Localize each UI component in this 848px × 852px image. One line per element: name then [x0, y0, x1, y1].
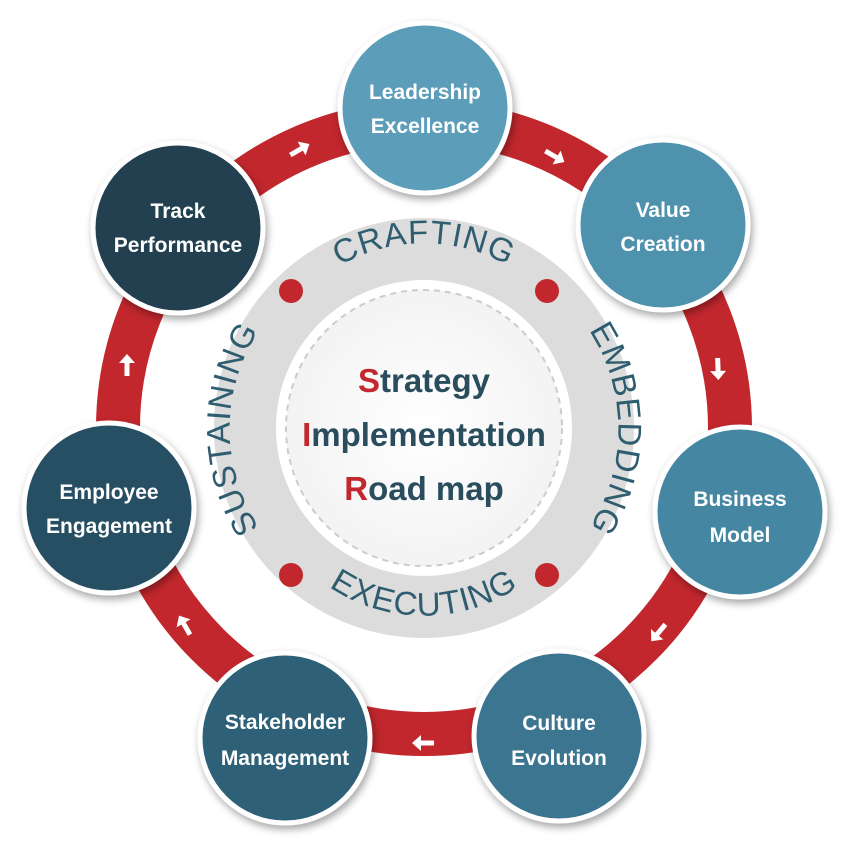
node-stakeholder-management: Stakeholder Management: [197, 650, 373, 826]
arrow-right-icon: [289, 141, 310, 158]
center-title-line-2: Implementation: [302, 416, 546, 453]
svg-text:Management: Management: [221, 747, 349, 770]
arrow-down-icon: [650, 622, 668, 642]
center-disc: [285, 289, 563, 567]
node-business-model: Business Model: [652, 424, 828, 600]
arrow-down-icon: [710, 357, 727, 380]
svg-text:Track: Track: [151, 200, 206, 223]
center-initial: S: [358, 362, 380, 399]
svg-text:Engagement: Engagement: [46, 515, 172, 538]
svg-text:Business: Business: [693, 488, 786, 511]
center-initial: I: [302, 416, 311, 453]
phase-dot: [535, 563, 559, 587]
svg-text:Creation: Creation: [620, 233, 705, 256]
node-value-creation: Value Creation: [575, 137, 751, 313]
node-employee-engagement: Employee Engagement: [21, 420, 197, 596]
phase-dot: [535, 279, 559, 303]
center-title-line-1: Strategy: [358, 362, 491, 399]
svg-text:Culture: Culture: [522, 712, 596, 735]
phase-dot: [279, 279, 303, 303]
phase-dot: [279, 563, 303, 587]
svg-text:Employee: Employee: [59, 481, 158, 504]
arrow-up-icon: [176, 615, 193, 636]
svg-text:Stakeholder: Stakeholder: [225, 711, 345, 734]
center-title-line-3: Road map: [344, 470, 504, 507]
svg-text:Leadership: Leadership: [369, 81, 481, 104]
node-leadership-excellence: Leadership Excellence: [337, 20, 513, 196]
svg-text:Evolution: Evolution: [511, 747, 607, 770]
center-initial: R: [344, 470, 368, 507]
arrow-up-icon: [119, 354, 135, 376]
svg-text:Performance: Performance: [114, 234, 242, 257]
svg-text:Excellence: Excellence: [371, 115, 480, 138]
node-culture-evolution: Culture Evolution: [471, 648, 647, 824]
svg-text:Value: Value: [636, 199, 691, 222]
node-track-performance: Track Performance: [90, 140, 266, 316]
arrow-left-icon: [412, 735, 434, 751]
arrow-down-icon: [544, 148, 565, 165]
svg-text:Model: Model: [710, 524, 771, 547]
